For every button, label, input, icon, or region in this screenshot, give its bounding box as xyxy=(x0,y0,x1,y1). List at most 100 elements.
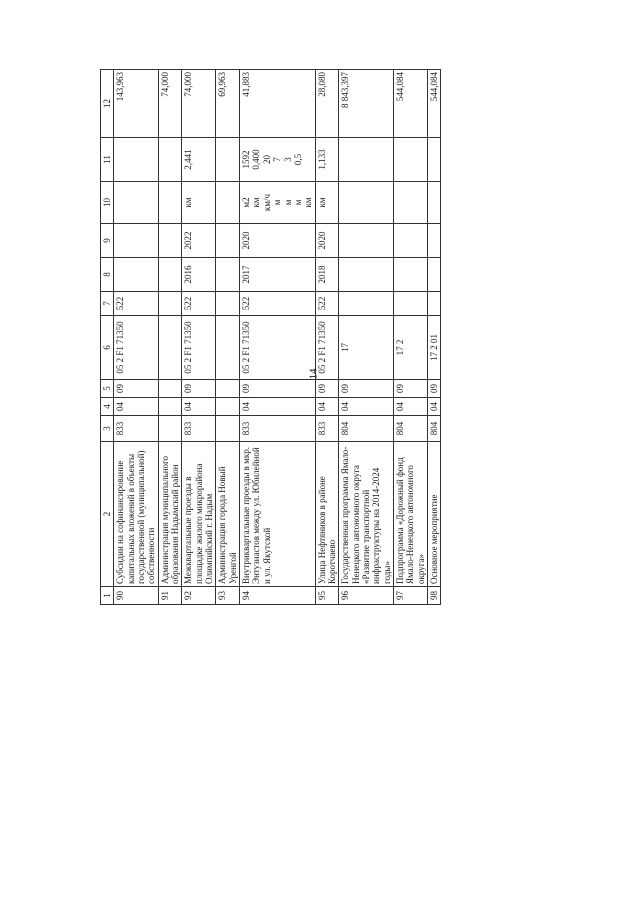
cell-c9: 2020 xyxy=(315,223,339,258)
cell-c7: 522 xyxy=(181,291,216,316)
column-header-12: 12 xyxy=(100,69,114,138)
column-header-9: 9 xyxy=(100,223,114,258)
cell-c3 xyxy=(158,415,182,442)
cell-c8: 2018 xyxy=(315,257,339,292)
cell-c8: 2016 xyxy=(181,257,216,292)
cell-c7: 522 xyxy=(113,291,159,316)
cell-n: 96 xyxy=(338,586,394,605)
cell-c10: км xyxy=(181,181,216,224)
cell-c3: 833 xyxy=(239,415,316,442)
cell-name: Администрация муниципального образования… xyxy=(158,441,182,587)
cell-c5: 09 xyxy=(181,379,216,398)
cell-c12: 41,883 xyxy=(239,69,316,138)
cell-c4: 04 xyxy=(315,397,339,416)
cell-c11 xyxy=(215,137,240,182)
cell-c4: 04 xyxy=(338,397,394,416)
cell-name: Улица Нефтяников в районе Коротчаево xyxy=(315,441,339,587)
cell-c3 xyxy=(215,415,240,442)
cell-n: 90 xyxy=(113,586,159,605)
cell-c3: 804 xyxy=(338,415,394,442)
cell-c4 xyxy=(215,397,240,416)
cell-c9 xyxy=(158,223,182,258)
cell-c3: 804 xyxy=(427,415,441,442)
column-header-2: 2 xyxy=(100,441,114,587)
column-header-5: 5 xyxy=(100,379,114,398)
cell-c6 xyxy=(158,315,182,380)
cell-c6: 17 2 xyxy=(393,315,428,380)
cell-c10 xyxy=(427,181,441,224)
cell-c12: 69,963 xyxy=(215,69,240,138)
cell-name: Администрация города Новый Уренгой xyxy=(215,441,240,587)
cell-c6: 05 2 F1 71350 xyxy=(181,315,216,380)
cell-c11 xyxy=(158,137,182,182)
cell-name: Государственная программа Ямало-Ненецког… xyxy=(338,441,394,587)
cell-c11 xyxy=(393,137,428,182)
cell-c11: 2,441 xyxy=(181,137,216,182)
cell-n: 93 xyxy=(215,586,240,605)
cell-c10 xyxy=(158,181,182,224)
cell-c12: 544,084 xyxy=(393,69,428,138)
cell-c4: 04 xyxy=(427,397,441,416)
cell-c10 xyxy=(338,181,394,224)
cell-c8 xyxy=(158,257,182,292)
cell-c6 xyxy=(215,315,240,380)
cell-n: 98 xyxy=(427,586,441,605)
column-header-8: 8 xyxy=(100,257,114,292)
cell-c4: 04 xyxy=(113,397,159,416)
cell-name: Межквартальные проезды в площадке жилого… xyxy=(181,441,216,587)
cell-c10 xyxy=(215,181,240,224)
cell-n: 91 xyxy=(158,586,182,605)
cell-c9 xyxy=(427,223,441,258)
cell-c3: 833 xyxy=(315,415,339,442)
cell-c5: 09 xyxy=(113,379,159,398)
cell-c6: 17 xyxy=(338,315,394,380)
cell-c7 xyxy=(338,291,394,316)
cell-c7 xyxy=(427,291,441,316)
cell-c12: 28,080 xyxy=(315,69,339,138)
cell-c7: 522 xyxy=(315,291,339,316)
column-header-6: 6 xyxy=(100,315,114,380)
cell-c5 xyxy=(158,379,182,398)
cell-c9: 2020 xyxy=(239,223,316,258)
cell-n: 95 xyxy=(315,586,339,605)
cell-c3: 804 xyxy=(393,415,428,442)
cell-c6: 05 2 F1 71350 xyxy=(315,315,339,380)
cell-c5: 09 xyxy=(393,379,428,398)
cell-c5 xyxy=(215,379,240,398)
cell-c11 xyxy=(113,137,159,182)
cell-c5: 09 xyxy=(338,379,394,398)
cell-c3: 833 xyxy=(113,415,159,442)
cell-c10: км xyxy=(315,181,339,224)
cell-c6: 05 2 F1 71350 xyxy=(239,315,316,380)
column-header-3: 3 xyxy=(100,415,114,442)
column-header-7: 7 xyxy=(100,291,114,316)
cell-c8 xyxy=(215,257,240,292)
cell-c5: 09 xyxy=(427,379,441,398)
cell-c9 xyxy=(113,223,159,258)
cell-n: 94 xyxy=(239,586,316,605)
cell-name: Субсидии на софинансирование капитальных… xyxy=(113,441,159,587)
cell-c7 xyxy=(393,291,428,316)
cell-c7 xyxy=(215,291,240,316)
cell-c11 xyxy=(338,137,394,182)
column-header-4: 4 xyxy=(100,397,114,416)
cell-n: 97 xyxy=(393,586,428,605)
column-header-10: 10 xyxy=(100,181,114,224)
cell-c5: 09 xyxy=(315,379,339,398)
cell-c9 xyxy=(393,223,428,258)
cell-c12: 544,084 xyxy=(427,69,441,138)
cell-c10 xyxy=(113,181,159,224)
cell-c8 xyxy=(393,257,428,292)
cell-c11: 1,133 xyxy=(315,137,339,182)
